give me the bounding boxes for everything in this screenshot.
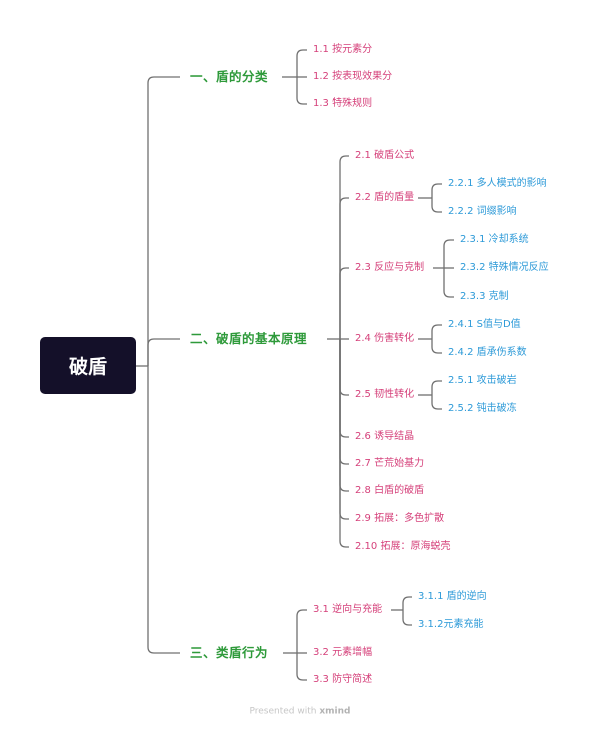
root-label: 破盾: [68, 356, 107, 378]
connector-line-28: [431, 324, 442, 339]
topic-1-2[interactable]: 1.2 按表现效果分: [313, 71, 393, 82]
connector-line-4: [147, 366, 180, 654]
connector-line-31: [431, 380, 442, 395]
branch-3-topic[interactable]: 三、类盾行为: [190, 644, 269, 660]
connector-line-21: [431, 183, 442, 198]
connector-line-34: [296, 609, 307, 653]
topic-2-5-1[interactable]: 2.5.1 攻击破岩: [448, 375, 517, 386]
branch-2-topic[interactable]: 二、破盾的基本原理: [190, 330, 308, 346]
topic-2-7[interactable]: 2.7 芒荒始基力: [355, 458, 425, 469]
xmind-logo: xmind: [319, 706, 351, 717]
topic-2-3[interactable]: 2.3 反应与克制: [355, 262, 425, 273]
connector-line-29: [431, 339, 442, 354]
connector-line-32: [431, 395, 442, 410]
connector-line-12: [339, 267, 349, 339]
topic-2-5-2[interactable]: 2.5.2 钝击破冻: [448, 403, 517, 414]
topic-2-3-2[interactable]: 2.3.2 特殊情况反应: [460, 262, 549, 273]
topic-2-8[interactable]: 2.8 白盾的破盾: [355, 485, 425, 496]
connector-line-14: [339, 339, 349, 396]
topic-2-9[interactable]: 2.9 拓展：多色扩散: [355, 513, 445, 524]
topic-2-3-1[interactable]: 2.3.1 冷却系统: [460, 234, 529, 245]
connector-line-6: [296, 49, 307, 77]
connector-line-11: [339, 197, 349, 339]
topic-3-3[interactable]: 3.3 防守简述: [313, 674, 373, 685]
connector-line-18: [339, 339, 349, 520]
connector-line-38: [402, 596, 412, 610]
topic-2-3-3[interactable]: 2.3.3 克制: [460, 291, 509, 302]
footer-prefix: Presented with: [249, 706, 317, 717]
connector-line-17: [339, 339, 349, 492]
topic-2-4-1[interactable]: 2.4.1 S值与D值: [448, 319, 521, 330]
connector-line-3: [147, 338, 180, 366]
topic-2-10[interactable]: 2.10 拓展：原海蜕壳: [355, 541, 451, 552]
topic-1-1[interactable]: 1.1 按元素分: [313, 44, 373, 55]
connector-line-22: [431, 198, 442, 213]
topic-2-5[interactable]: 2.5 韧性转化: [355, 389, 415, 400]
branch-1-topic[interactable]: 一、盾的分类: [190, 68, 269, 84]
topic-1-3[interactable]: 1.3 特殊规则: [313, 98, 373, 109]
topic-2-6[interactable]: 2.6 诱导结晶: [355, 431, 415, 442]
connector-line-16: [339, 339, 349, 465]
topic-3-1-1[interactable]: 3.1.1 盾的逆向: [418, 591, 487, 602]
footer-attribution: Presented with xmind: [0, 706, 600, 717]
topic-2-2-2[interactable]: 2.2.2 词缀影响: [448, 206, 517, 217]
connector-line-24: [443, 239, 454, 268]
topic-2-4[interactable]: 2.4 伤害转化: [355, 333, 415, 344]
topic-3-2[interactable]: 3.2 元素增幅: [313, 647, 373, 658]
connector-line-10: [339, 155, 349, 339]
topic-2-2-1[interactable]: 2.2.1 多人模式的影响: [448, 178, 547, 189]
topic-2-4-2[interactable]: 2.4.2 盾承伤系数: [448, 347, 527, 358]
topic-3-1-2[interactable]: 3.1.2元素充能: [418, 619, 484, 630]
topic-2-2[interactable]: 2.2 盾的盾量: [355, 192, 415, 203]
connector-line-2: [147, 76, 180, 366]
root-topic[interactable]: 破盾: [40, 337, 136, 394]
topic-2-1[interactable]: 2.1 破盾公式: [355, 150, 415, 161]
connector-line-8: [296, 77, 307, 105]
connector-line-36: [296, 653, 307, 681]
connector-line-26: [443, 268, 454, 298]
connector-line-15: [339, 339, 349, 438]
connector-line-39: [402, 610, 412, 626]
topic-3-1[interactable]: 3.1 逆向与充能: [313, 604, 383, 615]
connector-line-19: [339, 339, 349, 548]
